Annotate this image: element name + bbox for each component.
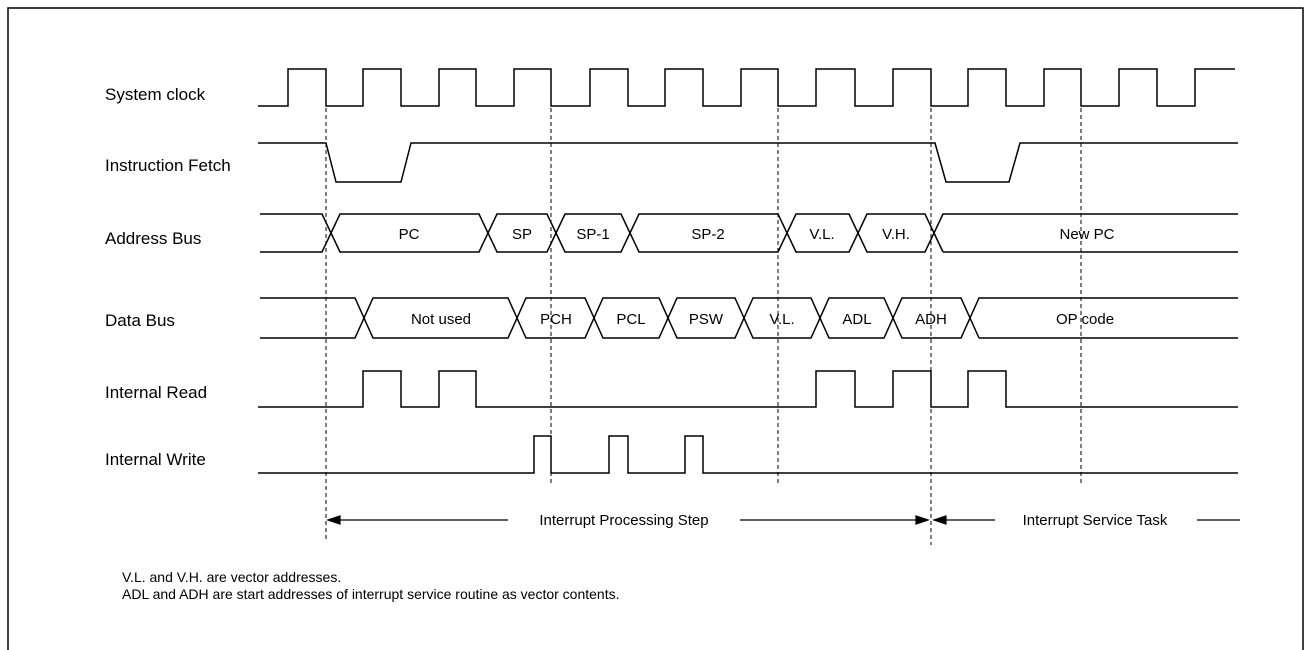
- data-segment-not-used: Not used: [411, 311, 471, 328]
- address-segment-vh: V.H.: [882, 226, 910, 243]
- internal-write-waveform: [258, 435, 1238, 474]
- internal-read-waveform: [258, 370, 1238, 408]
- diagram-border: [7, 7, 1304, 650]
- address-segment-new-pc: New PC: [1059, 226, 1114, 243]
- data-segment-adl: ADL: [842, 311, 871, 328]
- footnote-vector-addresses: V.L. and V.H. are vector addresses.: [122, 569, 342, 585]
- data-segment-psw: PSW: [689, 311, 724, 328]
- footnote-vector-contents: ADL and ADH are start addresses of inter…: [122, 586, 620, 602]
- phase-label-processing: Interrupt Processing Step: [539, 512, 708, 529]
- data-segment-vl: V.L.: [769, 311, 794, 328]
- instruction-fetch-waveform: [258, 142, 1238, 183]
- timing-reference-lines: [325, 108, 1082, 545]
- address-bus-waveform: [260, 213, 1238, 253]
- address-segment-sp: SP: [512, 226, 532, 243]
- system-clock-waveform: [258, 68, 1235, 107]
- label-internal-write: Internal Write: [105, 450, 206, 469]
- address-segment-pc: PC: [399, 226, 420, 243]
- data-segment-pch: PCH: [540, 311, 572, 328]
- phase-label-service: Interrupt Service Task: [1023, 512, 1168, 529]
- label-system-clock: System clock: [105, 85, 206, 104]
- address-segment-sp-1: SP-1: [576, 226, 609, 243]
- interrupt-service-arrow: [932, 515, 1240, 525]
- label-address-bus: Address Bus: [105, 229, 201, 248]
- label-instruction-fetch: Instruction Fetch: [105, 156, 231, 175]
- address-segment-sp-2: SP-2: [691, 226, 724, 243]
- interrupt-processing-arrow: [326, 515, 930, 525]
- address-segment-vl: V.L.: [809, 226, 834, 243]
- data-segment-op-code: OP code: [1056, 311, 1114, 328]
- data-bus-waveform: [260, 297, 1238, 339]
- label-data-bus: Data Bus: [105, 311, 175, 330]
- data-segment-pcl: PCL: [616, 311, 645, 328]
- label-internal-read: Internal Read: [105, 383, 207, 402]
